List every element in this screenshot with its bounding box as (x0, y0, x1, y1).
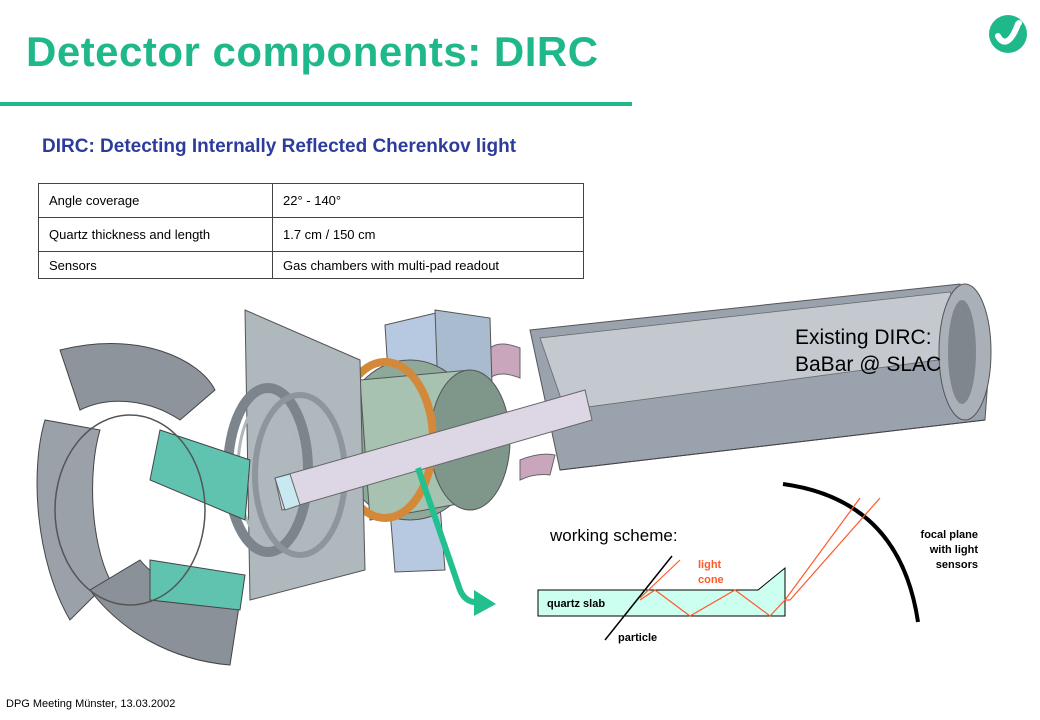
detector-caption: Existing DIRC: BaBar @ SLAC (795, 324, 941, 378)
light-label-line2: cone (698, 574, 724, 586)
table-row: Sensors Gas chambers with multi-pad read… (38, 251, 584, 279)
light-label-line1: light (698, 559, 722, 571)
page-title: Detector components: DIRC (26, 28, 599, 75)
detector-drawing: quartz slab light cone particle focal pl… (36, 283, 992, 666)
quartz-slab (537, 566, 786, 617)
quartz-bar (274, 389, 593, 511)
focal-label-line2: with light (929, 544, 979, 556)
title-underline (0, 102, 632, 106)
particle-label: particle (618, 632, 657, 644)
focal-label-line3: sensors (936, 559, 978, 571)
particle-track (604, 555, 673, 641)
light-path (639, 497, 881, 617)
slab-label: quartz slab (547, 598, 605, 610)
detector-caption-line2: BaBar @ SLAC (795, 353, 942, 376)
table-cell-label: Angle coverage (38, 183, 273, 218)
outer-barrel (529, 283, 992, 471)
detector-caption-line1: Existing DIRC: (795, 326, 932, 349)
table-cell-label: Sensors (38, 251, 273, 279)
arrow-head (474, 590, 496, 616)
end-cap (36, 343, 251, 666)
focal-label-line1: focal plane (921, 529, 978, 541)
light-cone-line (639, 559, 681, 599)
table-row: Quartz thickness and length 1.7 cm / 150… (38, 217, 584, 252)
working-scheme-diagram: quartz slab light cone particle focal pl… (537, 482, 979, 644)
spec-table: Angle coverage 22° - 140° Quartz thickne… (38, 183, 584, 279)
table-cell-value: Gas chambers with multi-pad readout (272, 251, 584, 279)
section-subtitle: DIRC: Detecting Internally Reflected Che… (42, 136, 517, 157)
focal-plane-arc (782, 482, 920, 623)
table-cell-label: Quartz thickness and length (38, 217, 273, 252)
table-cell-value: 22° - 140° (272, 183, 584, 218)
footer-text: DPG Meeting Münster, 13.03.2002 (6, 698, 176, 710)
working-scheme-heading: working scheme: (550, 526, 678, 545)
checkmark-swoosh-icon (989, 15, 1027, 53)
table-row: Angle coverage 22° - 140° (38, 183, 584, 218)
table-cell-value: 1.7 cm / 150 cm (272, 217, 584, 252)
